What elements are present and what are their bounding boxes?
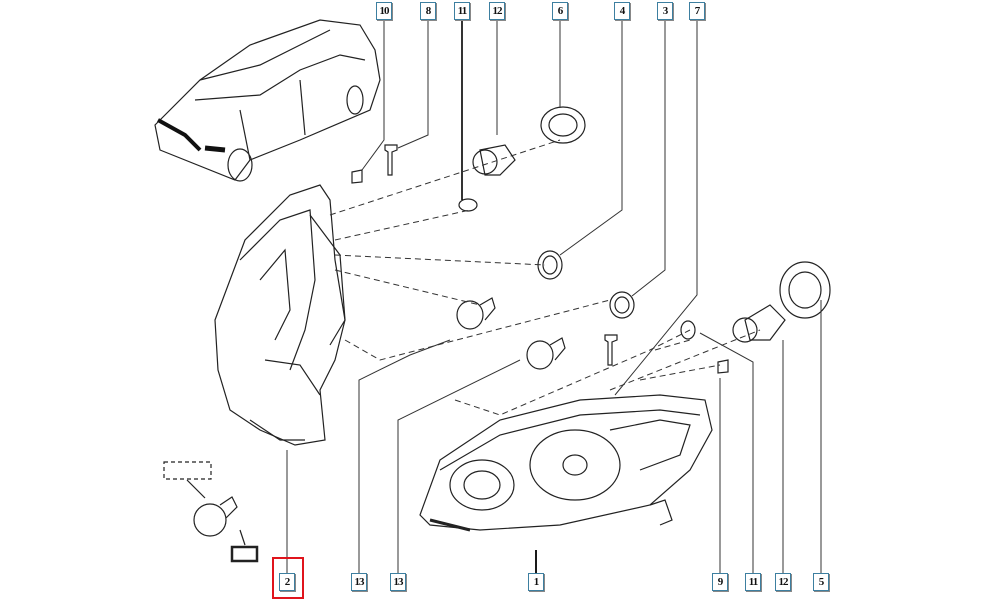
car-illustration <box>154 19 381 182</box>
callout-7[interactable]: 7 <box>689 2 705 20</box>
headlamp-front-view <box>419 394 713 532</box>
callout-10[interactable]: 10 <box>376 2 392 20</box>
headlamp-side-view <box>214 184 346 446</box>
bulbs-and-holders <box>163 106 831 563</box>
callout-11-top[interactable]: 11 <box>454 2 470 20</box>
callout-1[interactable]: 1 <box>528 573 544 591</box>
leader-lines <box>286 18 822 575</box>
callout-2[interactable]: 2 <box>279 573 295 591</box>
callout-12-top[interactable]: 12 <box>489 2 505 20</box>
callout-11-bottom[interactable]: 11 <box>745 573 761 591</box>
callout-13-b[interactable]: 13 <box>390 573 406 591</box>
selected-part-highlight <box>272 557 304 599</box>
callout-5[interactable]: 5 <box>813 573 829 591</box>
callout-3[interactable]: 3 <box>657 2 673 20</box>
callout-6[interactable]: 6 <box>552 2 568 20</box>
callout-12-bottom[interactable]: 12 <box>775 573 791 591</box>
callout-13-a[interactable]: 13 <box>351 573 367 591</box>
callout-4[interactable]: 4 <box>614 2 630 20</box>
callout-8[interactable]: 8 <box>420 2 436 20</box>
callout-9[interactable]: 9 <box>712 573 728 591</box>
